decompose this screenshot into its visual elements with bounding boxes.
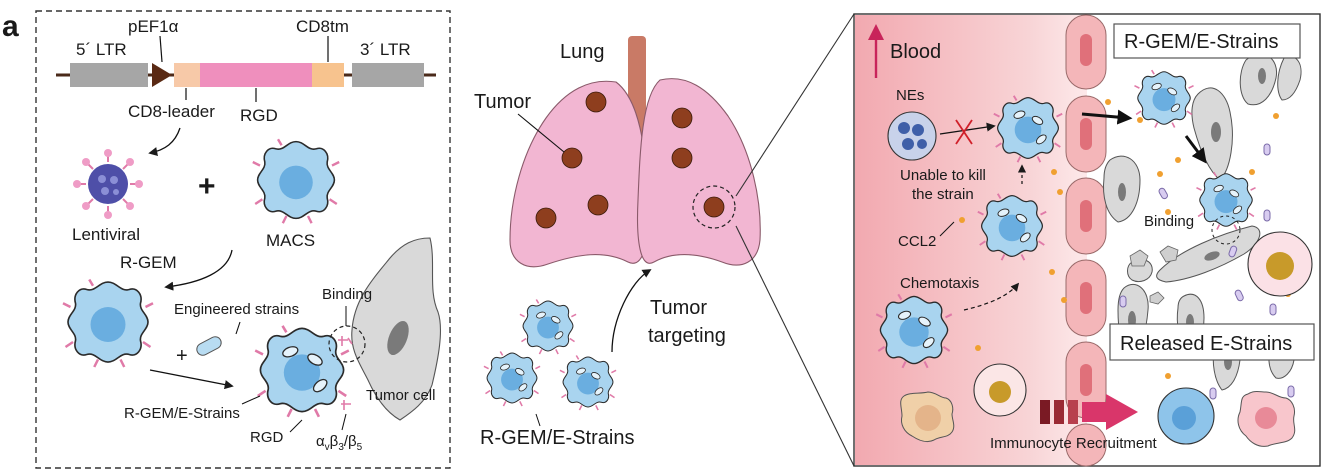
- binding-label-right: Binding: [1144, 213, 1194, 230]
- r-gem-e-strains-cell: [255, 326, 349, 417]
- unable-label-1: Unable to kill: [900, 167, 986, 184]
- promoter-label: pEF1α: [128, 17, 179, 36]
- blood-region: [855, 15, 1087, 465]
- rgd-construct-label: RGD: [240, 106, 278, 125]
- released-e-strains-label: Released E-Strains: [1120, 333, 1292, 355]
- cd8tm-block: [312, 63, 344, 87]
- macs-cell: [251, 137, 341, 225]
- r-gem-e-strains-box-label: R-GEM/E-Strains: [1124, 31, 1278, 53]
- ltr3-label: 3´ LTR: [360, 40, 411, 59]
- right-lung: [637, 78, 761, 266]
- lentivirus-icon: [73, 149, 143, 219]
- tumor-cell-left-nucleus: [387, 320, 409, 356]
- chemotaxis-label: Chemotaxis: [900, 275, 979, 292]
- nes-label: NEs: [896, 87, 924, 104]
- engineered-cell-1: [520, 299, 576, 354]
- binding-zoom-circle-right: [1211, 215, 1241, 245]
- left-panel-frame: [35, 10, 451, 469]
- recruited-cell-blue: [1157, 387, 1215, 445]
- r-gem-label: R-GEM: [120, 253, 177, 272]
- extravasation-arrow: [1081, 109, 1133, 125]
- ccl2-label: CCL2: [898, 233, 936, 250]
- ltr5-label: 5´ LTR: [76, 40, 127, 59]
- ltr5-block: [70, 63, 148, 87]
- engineered-strains-label: Engineered strains: [174, 301, 299, 318]
- promoter-arrow: [152, 63, 172, 87]
- r-gem-cell: [61, 278, 155, 369]
- tumor-targeting-arrow: [611, 269, 652, 353]
- plus-sign-2: +: [176, 345, 188, 367]
- vessel-wall: [1065, 14, 1107, 467]
- r-gem-e-strains-box: [1113, 23, 1301, 59]
- lentiviral-label: Lentiviral: [72, 225, 140, 244]
- svg-text:αvβ3/β5: αvβ3/β5: [316, 433, 363, 453]
- tumor-cell-label: Tumor cell: [366, 387, 435, 404]
- cd8tm-label: CD8tm: [296, 17, 349, 36]
- lung-tumors: [535, 91, 725, 229]
- ltr3-block: [352, 63, 424, 87]
- blood-label: Blood: [890, 41, 941, 63]
- released-strain-icons: [1119, 143, 1295, 400]
- unable-label-2: the strain: [912, 186, 974, 203]
- binding-label-left: Binding: [322, 286, 372, 303]
- immunocyte-recruitment-arrow: [1040, 394, 1138, 430]
- tumor-targeting-label-2: targeting: [648, 325, 726, 347]
- cd8-leader-label: CD8-leader: [128, 102, 215, 121]
- tumor-targeting-label-1: Tumor: [650, 297, 707, 319]
- recruited-cell-pink: [1247, 231, 1313, 297]
- tumor-label: Tumor: [474, 91, 531, 113]
- immune-cell-round: [973, 363, 1027, 417]
- r-gem-e-strains-label-middle: R-GEM/E-Strains: [480, 427, 634, 449]
- neutrophil-cell: [887, 111, 937, 161]
- immunocyte-label: Immunocyte Recruitment: [990, 435, 1158, 452]
- rgd-label-left: RGD: [250, 429, 284, 446]
- debris: [1129, 245, 1179, 305]
- engineered-cell-3: [560, 355, 616, 410]
- panel-letter: a: [2, 10, 19, 43]
- cd8-leader-block: [174, 63, 200, 87]
- binding-zoom-circle: [328, 325, 366, 363]
- block-cross: [955, 119, 973, 145]
- migration-arrow: [1184, 135, 1207, 164]
- integrin-label: αvβ3/β5: [316, 433, 363, 453]
- lung-label: Lung: [560, 41, 605, 63]
- released-e-strains-box: [1109, 323, 1315, 361]
- targeted-tumor-circle: [692, 185, 736, 229]
- rgd-block: [200, 63, 312, 87]
- macs-label: MACS: [266, 231, 315, 250]
- ccl2-dots: [959, 99, 1291, 379]
- plus-sign: +: [198, 170, 216, 203]
- gene-construct: [56, 35, 436, 102]
- engineered-strain-icon: [196, 336, 222, 356]
- r-gem-e-strains-label-left: R-GEM/E-Strains: [124, 405, 240, 422]
- engineered-cell-2: [484, 351, 540, 406]
